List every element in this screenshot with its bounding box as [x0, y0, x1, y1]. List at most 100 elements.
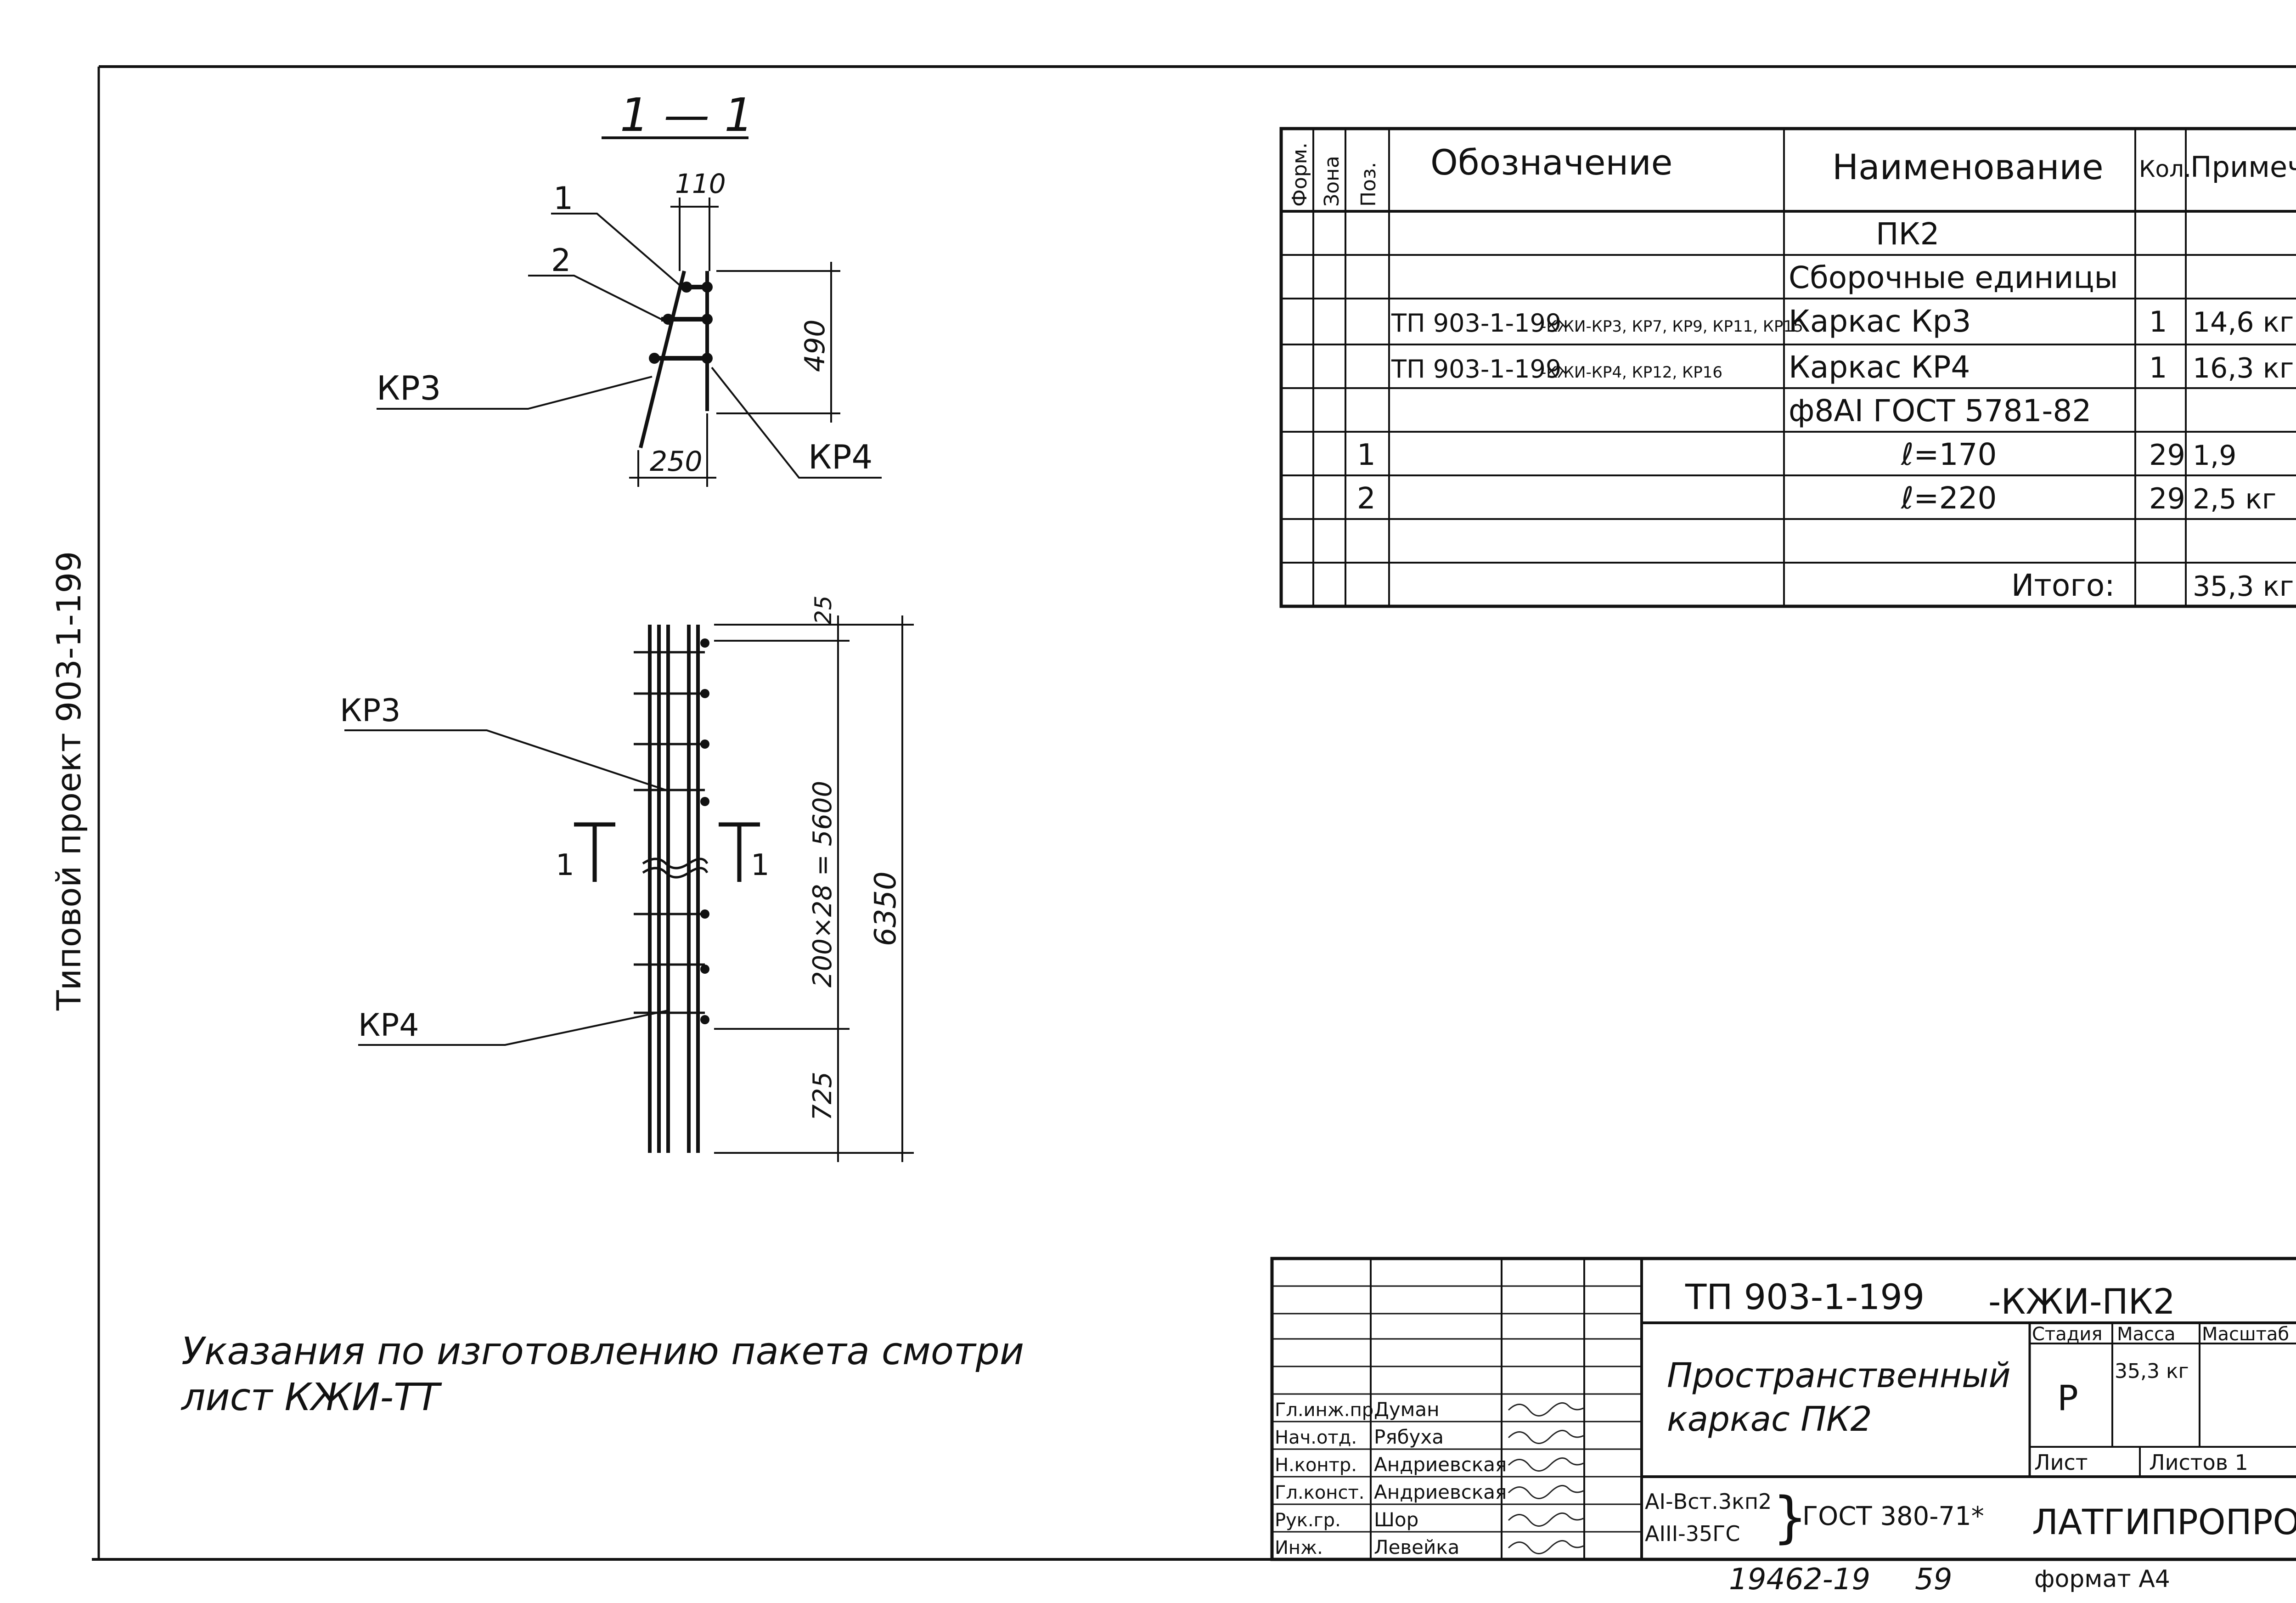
spec-row-name: ф8АI ГОСТ 5781-82	[1789, 393, 2091, 429]
spec-row-qty: 29	[2149, 438, 2185, 472]
stage-header: Стадия	[2032, 1324, 2102, 1345]
section-label: 1 — 1	[620, 88, 754, 142]
frame	[92, 65, 2296, 1561]
spec-row-name: ℓ=220	[1901, 480, 1997, 516]
section-dots	[649, 282, 713, 364]
cut-left-label: 1	[556, 848, 574, 882]
elevation-break	[642, 858, 709, 879]
elevation-dim-total: 6350	[869, 871, 903, 946]
spec-row-pos: 1	[1357, 438, 1376, 472]
spec-header-pos: Поз.	[1357, 162, 1380, 207]
note-line-2: лист КЖИ-ТТ	[180, 1376, 442, 1419]
cut-markers	[574, 822, 760, 882]
elevation-callout-kp3: КР3	[340, 693, 401, 729]
signature-mark	[1508, 1540, 1585, 1554]
spec-row-designation: ТП 903-1-199	[1391, 355, 1561, 384]
sheet-header: Лист	[2034, 1450, 2088, 1475]
signer-name: Рябуха	[1374, 1426, 1444, 1448]
bottom-page: 59	[1915, 1563, 1952, 1597]
spec-row-name: Итого:	[2011, 568, 2115, 603]
spec-header-designation: Обозначение	[1430, 142, 1672, 183]
elevation-rungs	[634, 651, 705, 1014]
item-name-1: Пространственный	[1667, 1356, 2011, 1395]
item-name-2: каркас ПК2	[1667, 1400, 1872, 1439]
section-callout-1: 1	[553, 181, 573, 217]
spec-table: Форм. Зона Поз. Обозначение Наименование…	[1279, 127, 2296, 608]
spec-row-name: Каркас КР4	[1789, 350, 1970, 385]
title-block: ТП 903-1-199 -КЖИ-ПК2 Пространственный к…	[1270, 1257, 2296, 1561]
spec-row-name: ПК2	[1876, 216, 1939, 252]
signer-name: Думан	[1374, 1398, 1440, 1421]
cut-right-label: 1	[751, 848, 770, 882]
spec-row-qty: 1	[2149, 351, 2167, 384]
section-1-1: 1 — 1	[377, 88, 882, 487]
spec-row-note: 35,3 кг	[2193, 570, 2294, 603]
spec-row-qty: 1	[2149, 305, 2167, 339]
spec-grid	[1279, 127, 2296, 608]
material-1: АI-Вст.3кп2	[1645, 1489, 1772, 1514]
section-dim-bottom: 250	[650, 446, 703, 478]
spec-row-name: Каркас Кр3	[1789, 304, 1971, 339]
spec-row-name: Сборочные единицы	[1789, 260, 2118, 295]
signature-mark	[1508, 1484, 1585, 1499]
section-callout-kp3: КР3	[377, 369, 441, 407]
spec-header-format: Форм.	[1288, 142, 1311, 207]
scale-header: Масштаб	[2202, 1324, 2289, 1345]
spec-row-qty: 29	[2149, 482, 2185, 515]
spec-header-zone: Зона	[1320, 156, 1344, 207]
spec-row-note: 16,3 кг	[2193, 352, 2294, 384]
elevation-callout-kp4: КР4	[358, 1007, 419, 1044]
signer-role: Нач.отд.	[1275, 1427, 1357, 1448]
signer-role: Гл.конст.	[1275, 1482, 1364, 1503]
sheets-header: Листов 1	[2149, 1450, 2248, 1475]
elevation-dots	[700, 638, 709, 1024]
spec-row-name: ℓ=170	[1901, 437, 1997, 472]
note-line-1: Указания по изготовлению пакета смотри	[181, 1330, 1024, 1373]
stage-value: Р	[2057, 1377, 2078, 1418]
material-brace: }	[1773, 1486, 1807, 1550]
signature-mark	[1508, 1429, 1585, 1444]
bottom-inventory: 19462-19	[1729, 1563, 1870, 1597]
spec-row-note: 2,5 кг	[2193, 483, 2276, 515]
doc-suffix: -КЖИ-ПК2	[1988, 1281, 2175, 1322]
elevation-dim-top: 25	[810, 595, 837, 625]
section-dim-height: 490	[799, 319, 831, 372]
spec-header-name: Наименование	[1832, 147, 2104, 187]
material-2: АIII-35ГС	[1645, 1521, 1740, 1546]
organization: ЛАТГИПРОПРОМ	[2032, 1501, 2296, 1542]
elevation-view: 1 1 25 200×28 = 5600 725 6350 КР3 КР4	[340, 595, 914, 1162]
elevation-dim-bottom: 725	[808, 1072, 838, 1121]
spec-row-designation-suffix: -КЖИ-КР4, КР12, КР16	[1541, 363, 1722, 382]
elevation-bars	[648, 625, 700, 1153]
title-grid	[1270, 1257, 2296, 1561]
signature-mark	[1508, 1457, 1585, 1472]
signer-name: Левейка	[1374, 1536, 1459, 1558]
mass-header: Масса	[2117, 1324, 2176, 1345]
side-label: Типовой проект 903-1-199	[50, 551, 88, 1011]
signature-mark	[1508, 1402, 1585, 1417]
material-gost: ГОСТ 380-71*	[1802, 1501, 1984, 1531]
section-dimensions	[377, 198, 882, 487]
section-callout-2: 2	[551, 243, 571, 279]
signer-name: Андриевская	[1374, 1481, 1507, 1503]
signature-mark	[1508, 1512, 1585, 1527]
spec-row-note: 14,6 кг	[2193, 306, 2294, 339]
signer-role: Инж.	[1275, 1537, 1323, 1558]
signer-role: Н.контр.	[1275, 1455, 1357, 1476]
section-callout-kp4: КР4	[808, 438, 872, 476]
format-label: формат А4	[2034, 1565, 2170, 1593]
spec-row-designation: ТП 903-1-199	[1391, 309, 1561, 338]
spec-row-note: 1,9	[2193, 440, 2236, 472]
signer-role: Рук.гр.	[1275, 1510, 1341, 1531]
spec-header-qty: Кол.	[2139, 156, 2191, 182]
spec-row-pos: 2	[1357, 482, 1376, 516]
elevation-dimensions	[344, 615, 914, 1162]
signer-name: Шор	[1374, 1508, 1418, 1531]
signer-role: Гл.инж.пр.	[1275, 1400, 1379, 1421]
signer-name: Андриевская	[1374, 1453, 1507, 1476]
spec-header-note: Примеч.	[2190, 150, 2296, 184]
mass-value: 35,3 кг	[2115, 1360, 2189, 1383]
